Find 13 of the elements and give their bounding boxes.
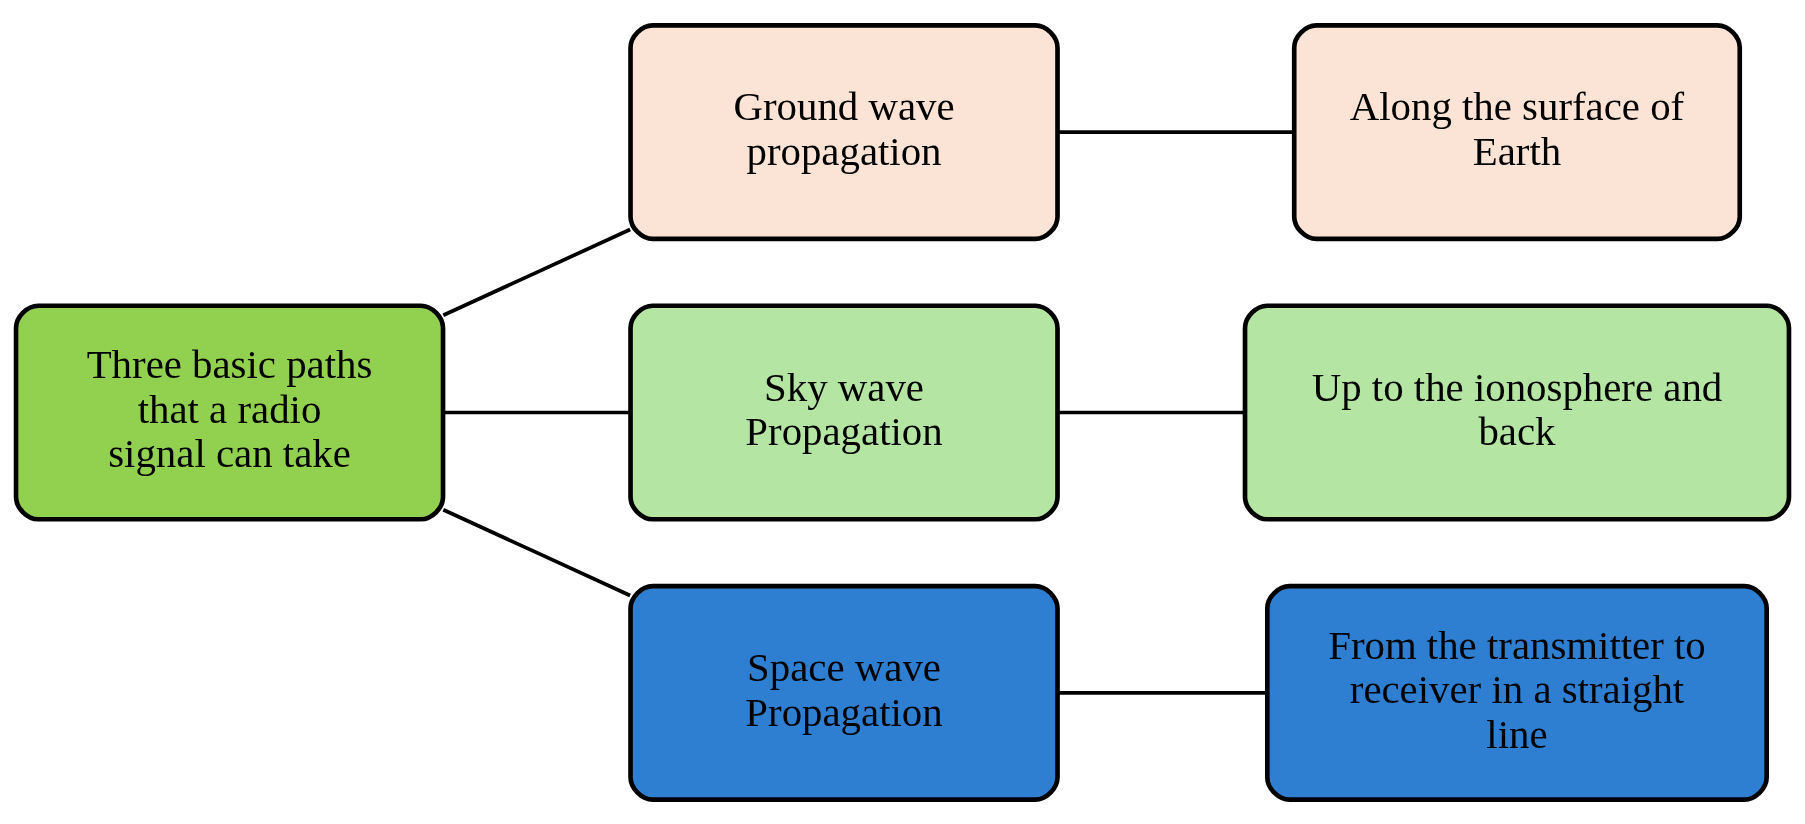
connector bbox=[1057, 129, 1294, 134]
connector bbox=[1057, 410, 1245, 414]
connector bbox=[443, 410, 631, 414]
node-box: Ground wave propagation bbox=[628, 22, 1060, 241]
node-box: From the transmitter to receiver in a straight line bbox=[1265, 583, 1769, 802]
connector bbox=[1057, 690, 1267, 695]
connector bbox=[442, 227, 631, 317]
node-box: Up to the ionosphere and back bbox=[1242, 302, 1792, 522]
node-box: Sky wave Propagation bbox=[628, 302, 1060, 522]
node-box: Space wave Propagation bbox=[628, 583, 1060, 802]
node-box: Three basic paths that a radio signal can take bbox=[13, 302, 446, 522]
connector bbox=[442, 507, 631, 597]
node-box: Along the surface of Earth bbox=[1291, 22, 1743, 241]
